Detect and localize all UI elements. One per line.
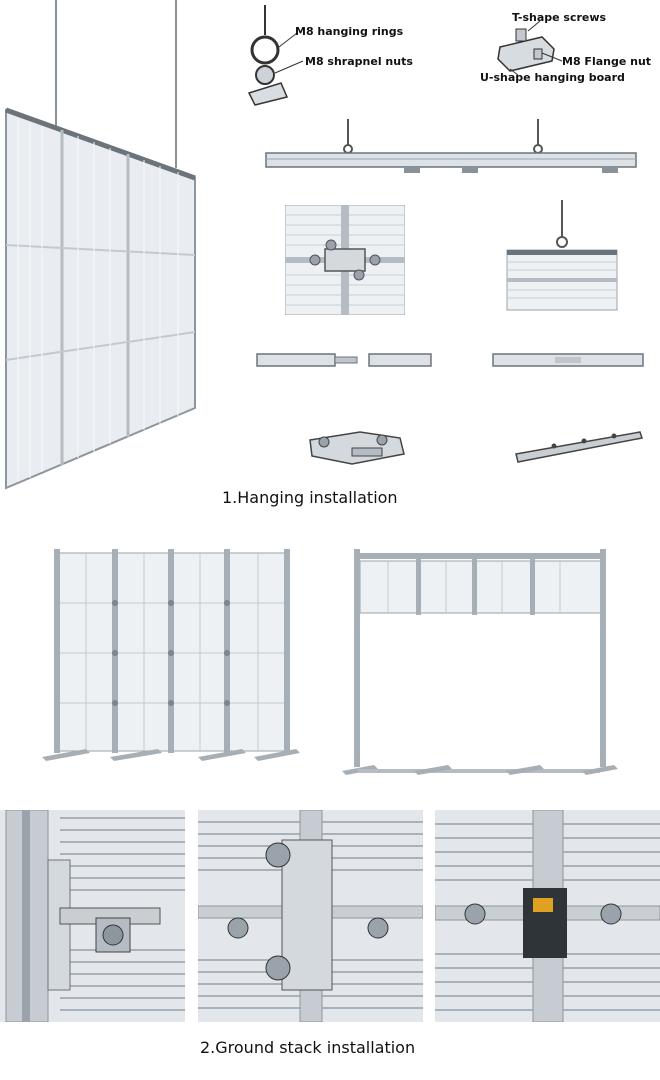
connecting-rods [256, 353, 644, 367]
label-shrapnel-nuts: M8 shrapnel nuts [305, 55, 413, 68]
bracket-parts [309, 431, 643, 465]
panel-join-detail [285, 205, 405, 315]
closeup-edge-bracket [0, 810, 185, 1022]
panel-hanging-detail [506, 200, 618, 311]
label-hanging-rings: M8 hanging rings [295, 25, 404, 38]
label-flange-nut: M8 Flange nut [562, 55, 651, 68]
hanging-bar-drawing [265, 119, 637, 173]
caption-ground: 2.Ground stack installation [200, 1038, 416, 1057]
closeup-center-joint [435, 810, 660, 1022]
label-t-screws: T-shape screws [512, 11, 607, 24]
closeup-cross-bracket [198, 810, 423, 1022]
hanging-ring-detail: M8 hanging rings M8 shrapnel nuts [247, 5, 413, 106]
hanging-screen-illustration [5, 0, 196, 490]
label-u-board: U-shape hanging board [480, 71, 625, 84]
caption-hanging: 1.Hanging installation [222, 488, 398, 507]
ground-stack-full [42, 549, 300, 761]
ground-stack-frame [342, 549, 618, 775]
u-board-detail: T-shape screws M8 Flange nut U-shape han… [480, 11, 651, 84]
